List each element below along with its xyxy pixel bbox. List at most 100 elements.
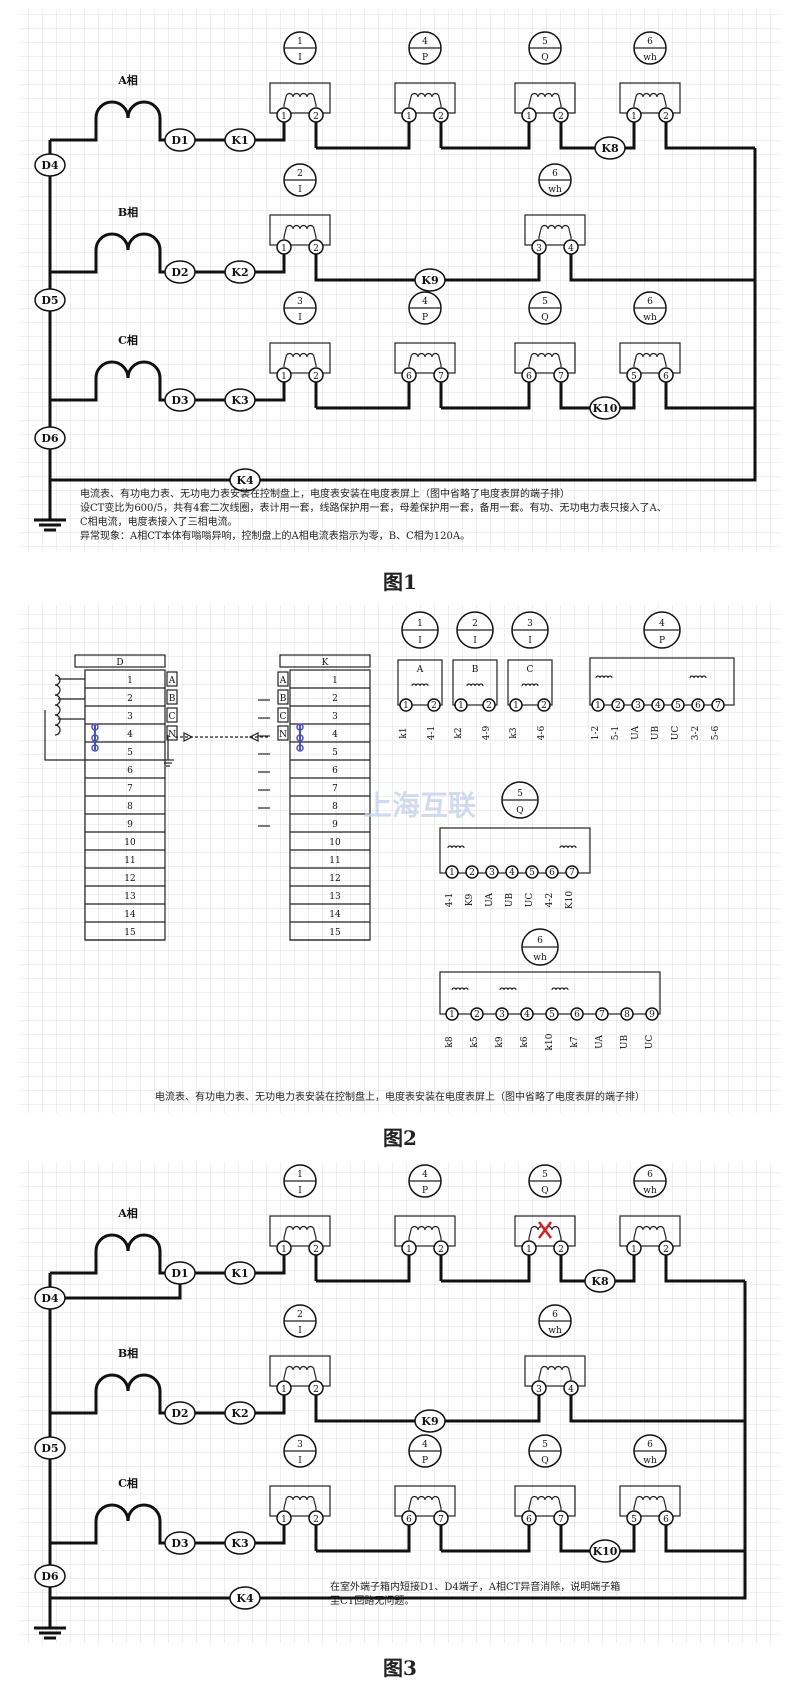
phase-letter: A (416, 665, 424, 675)
meter-number: 1 (417, 619, 423, 629)
meter-coil-icon (410, 1495, 440, 1501)
strip-row-number: 2 (332, 694, 338, 704)
meter-box (269, 342, 331, 374)
meter-number: 3 (527, 619, 533, 629)
node-label-d4: D4 (41, 1292, 59, 1305)
terminal-label: 6 (663, 1515, 669, 1525)
meter-coil-icon (689, 675, 707, 679)
strip-row-number: 7 (332, 784, 338, 794)
wire (625, 122, 636, 150)
strip-row-number: 13 (124, 892, 136, 902)
strip-row-number: 10 (329, 838, 341, 848)
terminal (631, 698, 645, 712)
node-label-d2: D2 (171, 1407, 188, 1420)
meter-box (452, 659, 498, 706)
wire (664, 1525, 745, 1553)
meter-coil-icon (466, 683, 484, 687)
meter-type: wh (548, 185, 562, 195)
meter-number: 1 (297, 37, 303, 47)
wire (664, 122, 755, 150)
terminal-strip-header (279, 654, 371, 668)
phase-box (166, 707, 178, 723)
meter-number: 5 (542, 1440, 548, 1450)
ct-coil-icon (94, 232, 162, 251)
phase-letter: C (280, 712, 287, 722)
terminal-label: 4 (568, 1385, 574, 1395)
terminal (595, 1007, 609, 1021)
wire (441, 122, 531, 150)
terminal-label: 2 (431, 701, 437, 711)
wire (441, 1255, 531, 1283)
terminal (545, 1007, 559, 1021)
meter-number: 4 (659, 619, 665, 629)
terminal-label: 5 (631, 1515, 637, 1525)
wire (559, 1255, 585, 1283)
phase-letter: B (472, 665, 479, 675)
terminal (485, 865, 499, 879)
terminal-label: 3 (635, 701, 641, 711)
meter-coil-icon (635, 92, 665, 98)
wire (158, 118, 165, 142)
wire (50, 378, 98, 402)
phase-box (277, 689, 289, 705)
meter-box (269, 82, 331, 114)
wire (255, 254, 286, 274)
jumper-dot (296, 734, 304, 742)
ct-winding-icon (54, 694, 61, 716)
terminal-label: 1 (281, 244, 287, 254)
coil-lead (313, 228, 317, 239)
phase-letter: A (168, 676, 176, 686)
node-label-k1: K1 (231, 134, 248, 147)
phase-label: C相 (118, 333, 138, 347)
terminal (454, 698, 468, 712)
phase-box (166, 689, 178, 705)
meter-number: 6 (647, 1440, 653, 1450)
strip-row-number: 11 (329, 856, 340, 866)
wire (316, 122, 411, 150)
wire (615, 1255, 636, 1283)
meter-number: 2 (297, 1310, 303, 1320)
terminal-label: 4 (568, 244, 574, 254)
coil-lead (313, 1229, 317, 1240)
meter-box (619, 1485, 681, 1517)
jumper-dot (296, 723, 304, 731)
wire-label: k7 (570, 1036, 580, 1047)
terminal-label: 2 (313, 244, 319, 254)
meter-coil-icon (451, 987, 469, 991)
wire (158, 250, 165, 274)
terminal-label: 2 (541, 701, 547, 711)
wire-label: 4-2 (545, 893, 555, 908)
strip-row-number: 9 (127, 820, 133, 830)
meter-type: Q (541, 1186, 548, 1196)
coil-lead (528, 356, 532, 367)
coil-lead (558, 96, 562, 107)
terminal (645, 1007, 659, 1021)
meter-box (524, 1355, 586, 1387)
strip-row-number: 6 (127, 766, 133, 776)
terminal-label: 1 (513, 701, 519, 711)
ct-coil-icon (94, 1233, 162, 1252)
strip-row-number: 12 (124, 874, 135, 884)
wire (260, 1281, 747, 1600)
terminal-label: 2 (313, 1245, 319, 1255)
terminal-label: 6 (406, 372, 412, 382)
terminal (482, 698, 496, 712)
terminal-label: 6 (695, 701, 701, 711)
meter-box (269, 1485, 331, 1517)
meter-coil-icon (410, 92, 440, 98)
phase-label: C相 (118, 1476, 138, 1490)
terminal-label: 4 (509, 868, 515, 878)
meter-box (514, 1485, 576, 1517)
terminal-label: 8 (624, 1010, 630, 1020)
terminal-label: 6 (663, 372, 669, 382)
wire-label: UC (525, 893, 535, 908)
terminal (711, 698, 725, 712)
wire (158, 1391, 165, 1415)
coil-lead (558, 1229, 562, 1240)
wire-label: k9 (495, 1036, 505, 1047)
wire (158, 1521, 165, 1545)
terminal (671, 698, 685, 712)
